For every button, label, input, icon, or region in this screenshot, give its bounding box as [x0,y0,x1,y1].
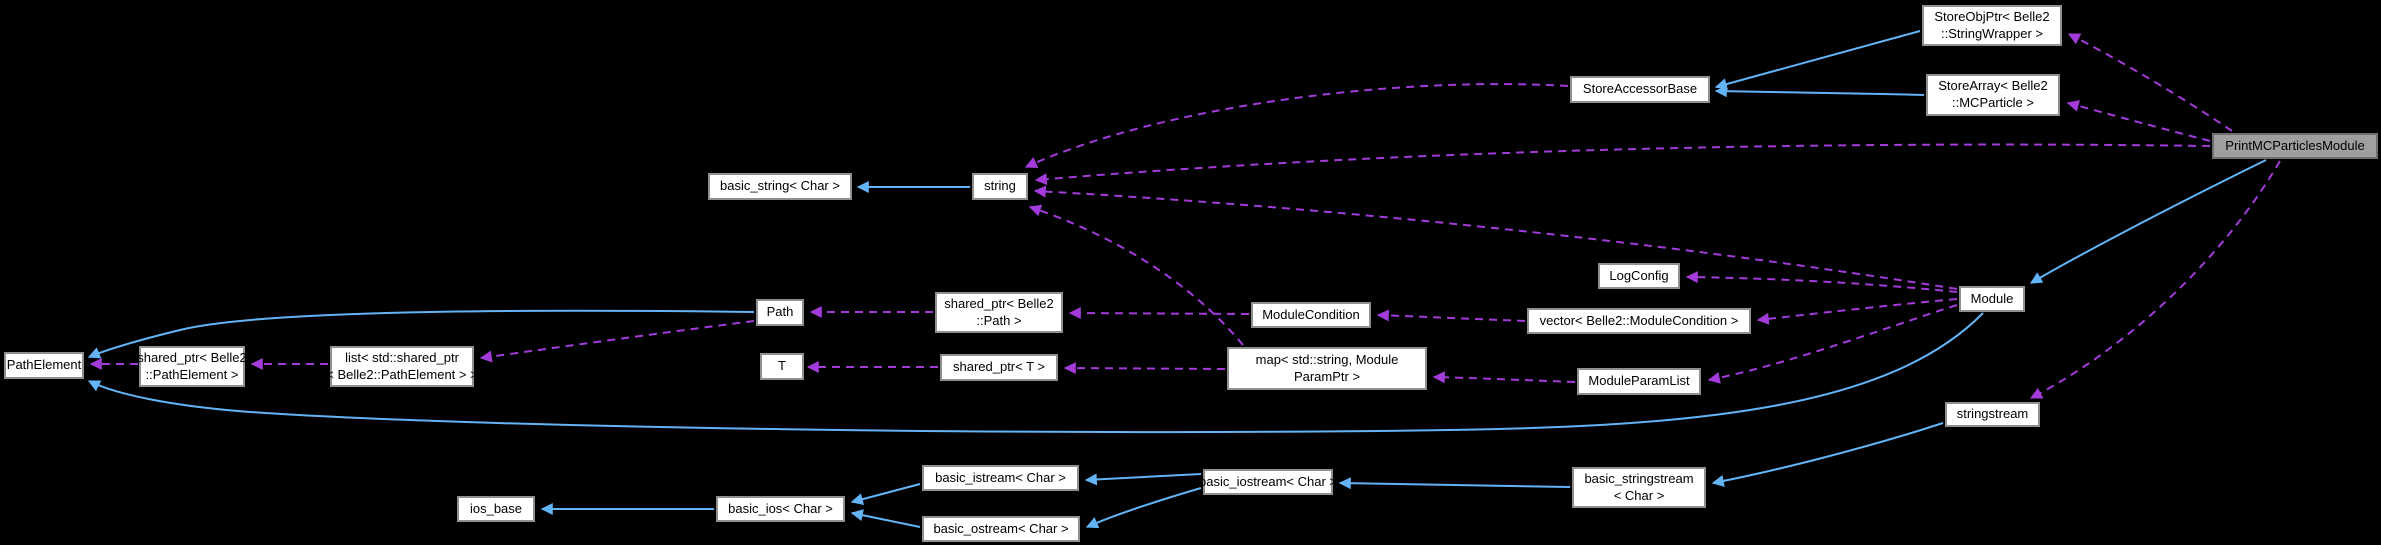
node-label: T [778,358,786,374]
edge-inherit-basic_iostream-to-basic_ostream [1085,487,1202,529]
edge-inherit-stringstream-to-basic_stringstream [1711,422,1944,487]
node-label: ModuleParamList [1588,373,1690,389]
node-label: basic_istream< Char > [935,469,1066,485]
edge-use-module-to-logconfig [1685,271,1958,293]
edge-inherit-path-to-pathelement [87,309,755,359]
node-label: map< std::string, Module [1255,351,1399,367]
node-storeobjptr_stringwrapper[interactable]: StoreObjPtr< Belle2::StringWrapper > [1922,5,2062,46]
node-shared_ptr_pathelement[interactable]: shared_ptr< Belle2::PathElement > [137,346,247,387]
edge-inherit-basic_istream-to-basic_ios [850,483,921,506]
node-logconfig[interactable]: LogConfig [1598,263,1680,289]
node-label: ::MCParticle > [1952,95,2034,110]
edge-use-vector_modulecondition-to-modulecondition [1376,309,1526,322]
node-label: StoreObjPtr< Belle2 [1934,8,2050,24]
node-moduleparamlist[interactable]: ModuleParamList [1577,368,1701,395]
node-label: basic_iostream< Char > [1199,473,1338,489]
edge-use-printmcparticlesmodule-to-storeobjptr_stringwrapper [2067,33,2233,132]
node-shared_ptr_path[interactable]: shared_ptr< Belle2::Path > [935,292,1063,333]
edge-use-storeaccessorbase-to-string [1024,83,1569,168]
node-basic_string[interactable]: basic_string< Char > [708,173,852,200]
node-label: < Char > [1613,487,1665,503]
node-label: ParamPtr > [1293,368,1361,384]
node-label: Path [766,304,794,320]
edge-use-modulecondition-to-shared_ptr_path [1068,307,1250,320]
node-label: stringstream [1956,406,2029,422]
node-pathelement[interactable]: PathElement [4,352,84,379]
node-list_shared_ptr_pathelement[interactable]: list< std::shared_ptr< Belle2::PathEleme… [326,346,478,387]
node-label: ::PathElement > [145,366,239,382]
node-label: ModuleCondition [1262,306,1360,322]
node-label: ios_base [469,500,523,516]
node-label: ::Path > [976,312,1022,328]
edge-use-printmcparticlesmodule-to-storearray_mcparticle [2066,100,2211,142]
edge-use-module-to-moduleparamlist [1707,304,1958,384]
node-stringstream[interactable]: stringstream [1945,402,2040,427]
node-label: < Belle2::PathElement > > [326,366,478,382]
edge-inherit-basic_iostream-to-basic_istream [1084,473,1202,486]
node-vector_modulecondition[interactable]: vector< Belle2::ModuleCondition > [1527,308,1751,334]
node-module[interactable]: Module [1959,286,2025,312]
node-label: basic_ios< Char > [728,500,833,516]
node-printmcparticlesmodule[interactable]: PrintMCParticlesModule [2212,133,2378,159]
node-storeaccessorbase[interactable]: StoreAccessorBase [1570,76,1710,103]
node-label: StoreAccessorBase [1582,81,1698,97]
edge-inherit-module-to-pathelement [87,312,1984,433]
node-string[interactable]: string [972,173,1028,200]
node-basic_ostream[interactable]: basic_ostream< Char > [922,516,1080,542]
edge-inherit-printmcparticlesmodule-to-module [2029,159,2267,284]
edge-use-module-to-string [1033,185,1958,290]
node-label: Module [1970,290,2014,306]
node-label: string [984,178,1016,194]
node-label: shared_ptr< Belle2 [137,349,247,365]
node-ios_base[interactable]: ios_base [457,496,535,522]
node-label: ::StringWrapper > [1940,25,2043,41]
edge-use-map_moduleparamptr-to-string [1028,204,1244,346]
edge-inherit-basic_ostream-to-basic_ios [850,509,921,528]
edge-use-module-to-vector_modulecondition [1756,298,1958,325]
edge-inherit-storeobjptr_stringwrapper-to-storeaccessorbase [1714,30,1921,90]
edge-inherit-storearray_mcparticle-to-storeaccessorbase [1714,85,1925,98]
node-label: shared_ptr< Belle2 [944,295,1054,311]
node-label: basic_string< Char > [720,178,840,194]
node-label: basic_ostream< Char > [933,520,1069,536]
node-label: shared_ptr< T > [952,359,1046,375]
node-shared_ptr_t[interactable]: shared_ptr< T > [940,354,1058,381]
node-label: list< std::shared_ptr [345,349,459,365]
edge-use-path-to-list_shared_ptr_pathelement [479,320,755,363]
node-label: PrintMCParticlesModule [2225,137,2365,153]
node-label: PathElement [6,357,82,373]
node-label: vector< Belle2::ModuleCondition > [1539,312,1739,328]
node-storearray_mcparticle[interactable]: StoreArray< Belle2::MCParticle > [1926,74,2060,116]
edge-use-map_moduleparamptr-to-shared_ptr_t [1063,362,1226,375]
node-t[interactable]: T [760,353,804,380]
edge-use-moduleparamlist-to-map_moduleparamptr [1432,371,1576,384]
node-basic_istream[interactable]: basic_istream< Char > [922,465,1079,491]
edge-use-printmcparticlesmodule-to-stringstream [2029,160,2281,399]
node-label: basic_stringstream [1584,470,1694,486]
node-label: StoreArray< Belle2 [1938,78,2048,94]
node-basic_ios[interactable]: basic_ios< Char > [716,496,845,522]
node-basic_iostream[interactable]: basic_iostream< Char > [1199,469,1337,495]
node-label: LogConfig [1609,267,1669,283]
node-basic_stringstream[interactable]: basic_stringstream< Char > [1572,467,1706,508]
edge-use-printmcparticlesmodule-to-string [1034,143,2211,186]
node-path[interactable]: Path [756,299,804,326]
edge-inherit-basic_stringstream-to-basic_iostream [1338,477,1571,490]
node-modulecondition[interactable]: ModuleCondition [1251,302,1371,328]
